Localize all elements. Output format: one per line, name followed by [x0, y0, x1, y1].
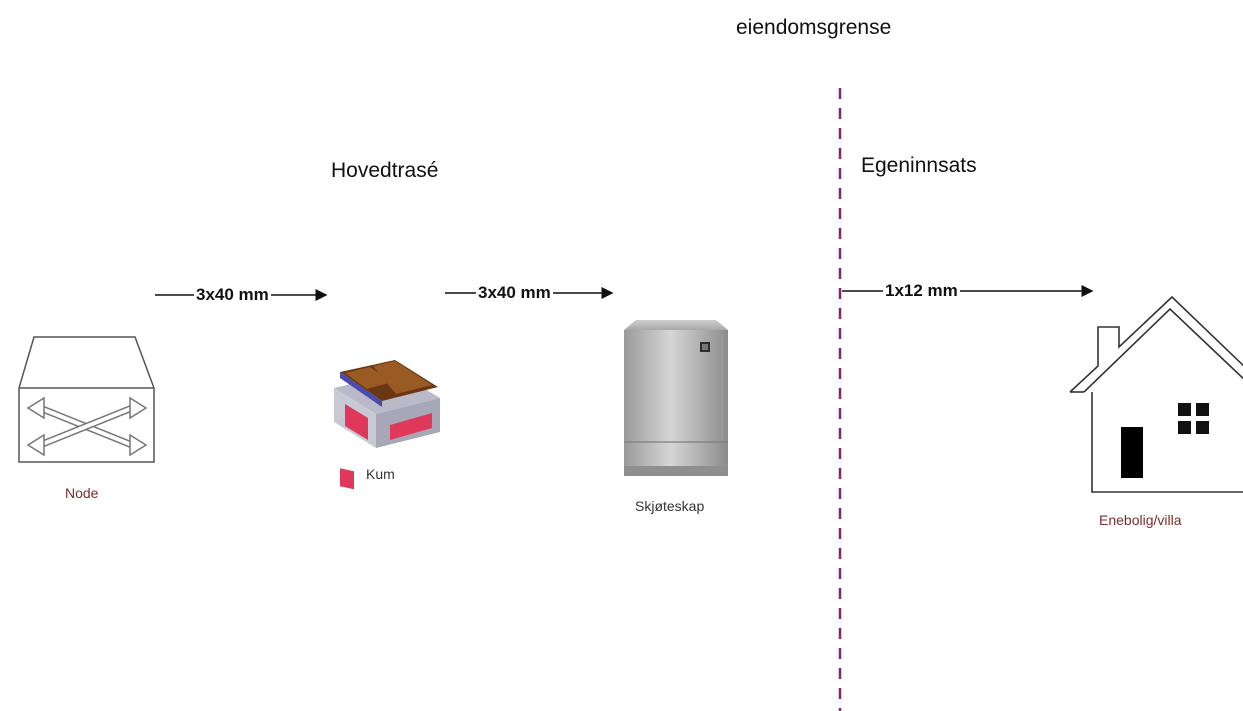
cabinet-icon [624, 320, 728, 476]
house-icon [1069, 295, 1243, 493]
cabinet-caption: Skjøteskap [635, 498, 705, 514]
boundary-label: eiendomsgrense [736, 16, 892, 39]
kum-icon [334, 360, 440, 490]
connection-label-kum-cabinet: 3x40 mm [476, 283, 553, 303]
node-icon [18, 336, 155, 463]
self-effort-label: Egeninnsats [861, 154, 977, 177]
main-route-label: Hovedtrasé [331, 159, 439, 182]
kum-caption: Kum [366, 466, 395, 482]
connection-label-house: 1x12 mm [883, 281, 960, 301]
house-caption: Enebolig/villa [1099, 512, 1182, 528]
connection-label-node-kum: 3x40 mm [194, 285, 271, 305]
node-caption: Node [65, 485, 99, 501]
